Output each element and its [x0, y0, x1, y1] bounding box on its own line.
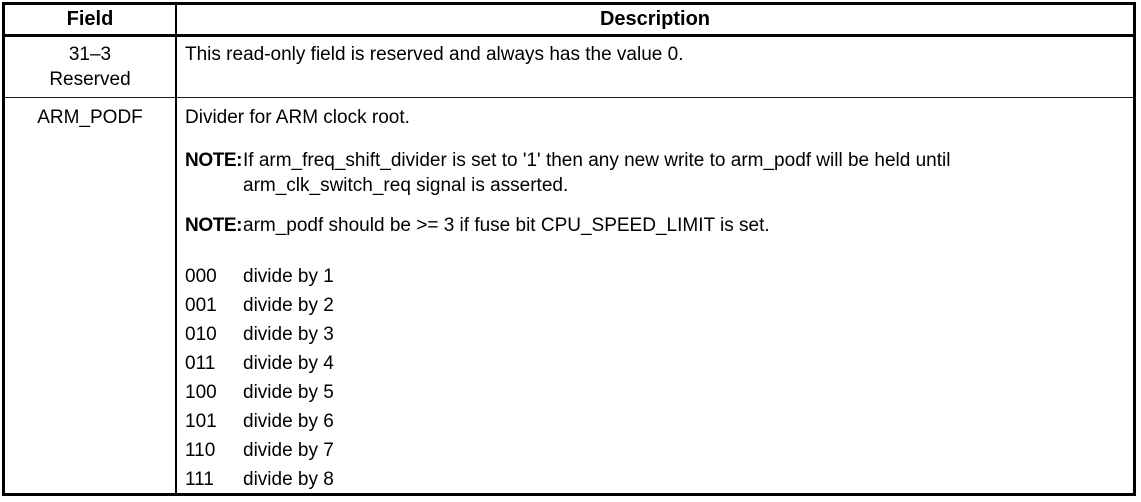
col-header-description: Description: [177, 5, 1133, 34]
register-field-description-table: Field Description 31–3 Reserved This rea…: [2, 2, 1136, 496]
option-row: 011 divide by 4: [185, 349, 1123, 378]
option-value: 101: [185, 411, 217, 432]
option-value: 010: [185, 324, 217, 345]
note-paragraph: NOTE: arm_podf should be >= 3 if fuse bi…: [185, 213, 1123, 238]
option-row: 001 divide by 2: [185, 291, 1123, 320]
table-row-arm-podf: ARM_PODF Divider for ARM clock root. NOT…: [5, 98, 1133, 493]
option-value: 100: [185, 382, 217, 403]
option-meaning: divide by 2: [243, 295, 334, 316]
note-paragraph: NOTE: If arm_freq_shift_divider is set t…: [185, 148, 1123, 198]
option-meaning: divide by 3: [243, 324, 334, 345]
field-bits-label: 31–3: [68, 44, 112, 65]
table-row-reserved: 31–3 Reserved This read-only field is re…: [5, 37, 1133, 98]
divider-options-list: 000 divide by 1 001 divide by 2 010 divi…: [185, 262, 1123, 493]
option-meaning: divide by 1: [243, 266, 334, 287]
option-row: 010 divide by 3: [185, 320, 1123, 349]
option-value: 111: [185, 469, 214, 490]
note-text: arm_podf should be >= 3 if fuse bit CPU_…: [243, 215, 770, 236]
option-meaning: divide by 8: [243, 469, 334, 490]
note-label: NOTE:: [185, 215, 243, 236]
col-header-field: Field: [5, 5, 177, 34]
option-value: 110: [185, 440, 216, 461]
arm-podf-intro-text: Divider for ARM clock root.: [185, 107, 410, 128]
option-row: 000 divide by 1: [185, 262, 1123, 291]
field-cell-reserved: 31–3 Reserved: [5, 37, 177, 97]
field-name-label: ARM_PODF: [37, 107, 143, 128]
option-row: 110 divide by 7: [185, 436, 1123, 465]
note-label: NOTE:: [185, 150, 243, 171]
note-text: If arm_freq_shift_divider is set to '1' …: [243, 150, 951, 196]
col-header-field-label: Field: [66, 8, 114, 30]
description-cell-reserved: This read-only field is reserved and alw…: [177, 37, 1133, 97]
reserved-description-text: This read-only field is reserved and alw…: [185, 44, 684, 65]
col-header-description-label: Description: [599, 8, 711, 30]
field-cell-arm-podf: ARM_PODF: [5, 98, 177, 493]
option-value: 011: [185, 353, 216, 374]
table-header-row: Field Description: [5, 5, 1133, 37]
option-row: 111 divide by 8: [185, 465, 1123, 493]
option-meaning: divide by 7: [243, 440, 334, 461]
option-value: 000: [185, 266, 217, 287]
field-name-label: Reserved: [49, 69, 131, 90]
option-meaning: divide by 5: [243, 382, 334, 403]
option-value: 001: [185, 295, 217, 316]
option-meaning: divide by 6: [243, 411, 334, 432]
option-meaning: divide by 4: [243, 353, 334, 374]
option-row: 101 divide by 6: [185, 407, 1123, 436]
option-row: 100 divide by 5: [185, 378, 1123, 407]
description-cell-arm-podf: Divider for ARM clock root. NOTE: If arm…: [177, 98, 1133, 493]
